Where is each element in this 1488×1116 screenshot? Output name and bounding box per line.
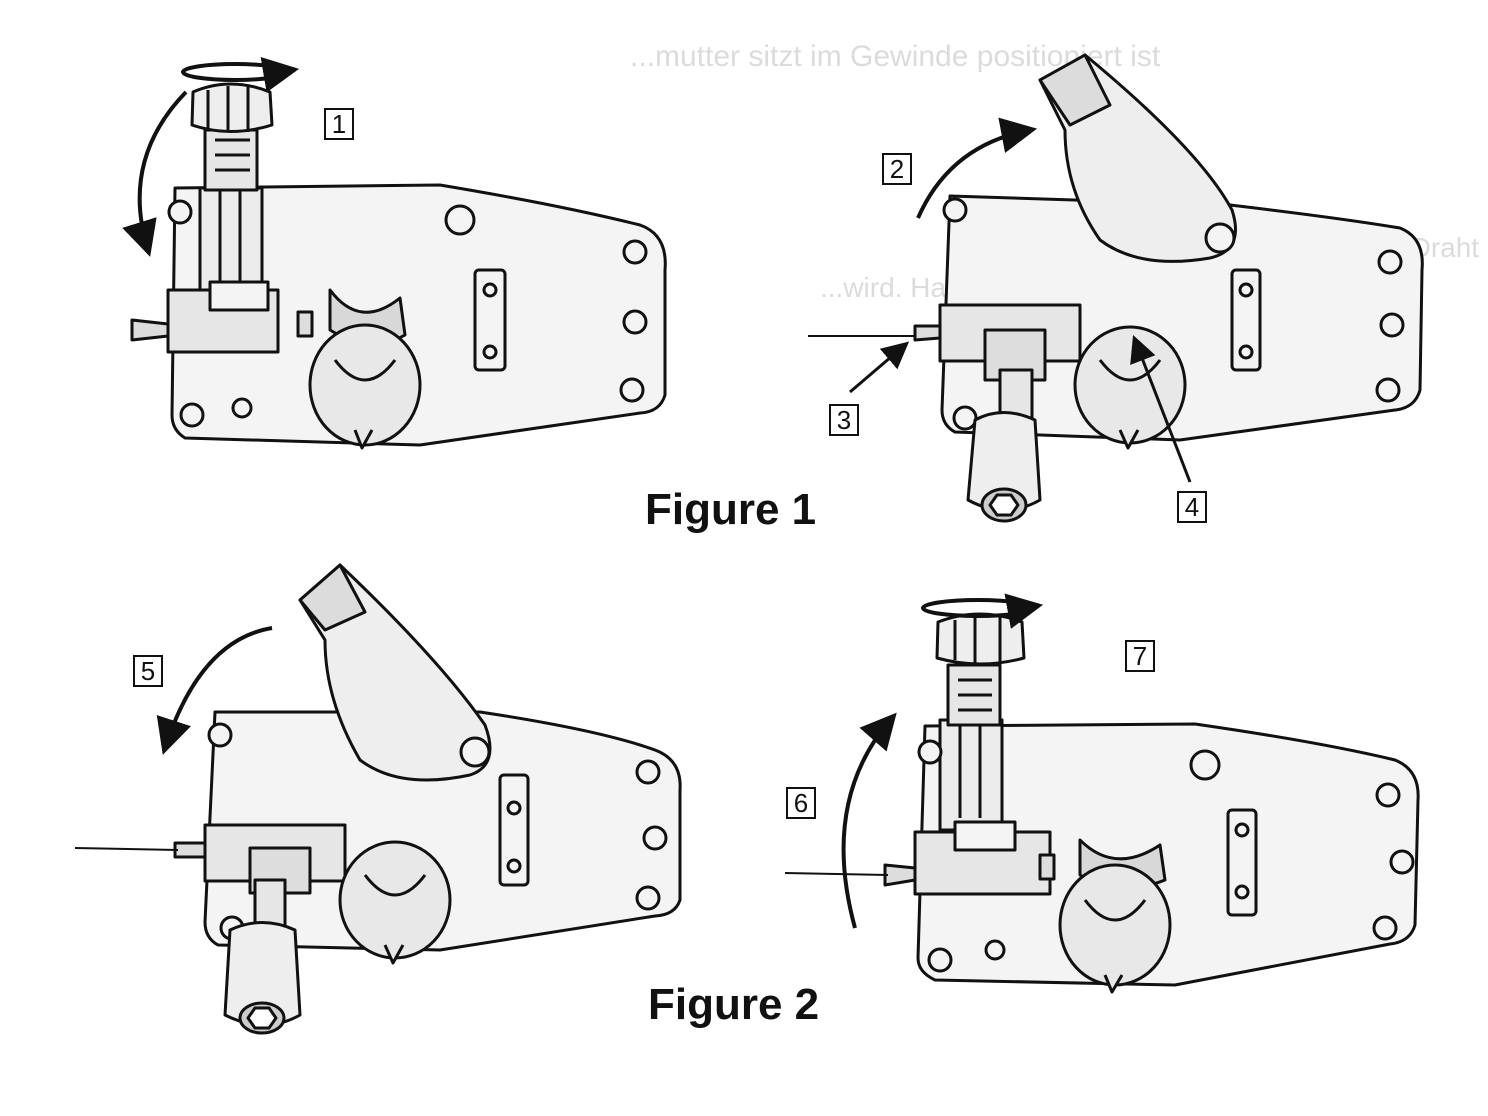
figure-2-caption: Figure 2 xyxy=(648,980,820,1029)
callout-6: 6 xyxy=(786,787,816,819)
callout-7: 7 xyxy=(1125,640,1155,672)
panel-1-arrows xyxy=(122,56,300,257)
callout-1: 1 xyxy=(324,108,354,140)
panel-7-feeder xyxy=(883,612,1420,994)
figure-1-caption: Figure 1 xyxy=(645,485,817,534)
panel-5-lines xyxy=(74,626,273,851)
panel-7-lines xyxy=(784,593,1044,929)
callout-4: 4 xyxy=(1177,491,1207,523)
panel-1-feeder xyxy=(130,82,667,450)
callout-5: 5 xyxy=(133,655,163,687)
panel-2-lines xyxy=(808,117,1192,483)
panel-5-feeder xyxy=(173,563,682,1035)
callout-3: 3 xyxy=(829,404,859,436)
callout-2: 2 xyxy=(882,153,912,185)
panel-2-feeder xyxy=(913,53,1424,523)
